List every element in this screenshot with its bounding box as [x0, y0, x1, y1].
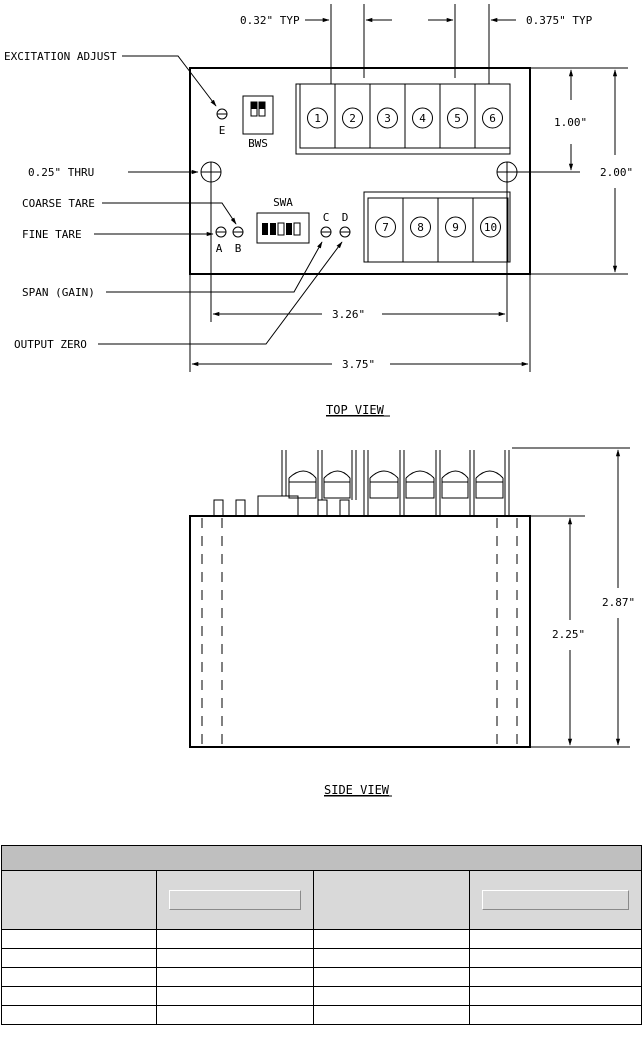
- terminal-circle: [377, 107, 398, 129]
- terminal-circle: [410, 216, 431, 238]
- terminal-label: 7: [382, 221, 389, 234]
- dim-100: 1.00": [554, 116, 587, 129]
- dim-326: 3.26": [332, 308, 365, 321]
- board-outline: [189, 67, 531, 275]
- side-view-title: SIDE VIEW: [324, 783, 390, 797]
- terminal-block-bottom: 7 8 9 10: [363, 191, 511, 263]
- terminal-circle: [445, 216, 466, 238]
- terminal-label: 2: [349, 112, 356, 125]
- mechanical-drawing: 1 2 3 4 5 6 7 8 9 10: [4, 4, 635, 797]
- enclosure-outline: [189, 515, 531, 748]
- side-view: 2.25" 2.87" SIDE VIEW: [189, 447, 635, 797]
- terminal-label: 1: [314, 112, 321, 125]
- pot-a-label: A: [216, 242, 223, 255]
- pot-d-label: D: [342, 211, 349, 224]
- terminal-block-top-frame: [295, 83, 511, 155]
- terminal-label: 10: [484, 221, 497, 234]
- coarse-tare-label: COARSE TARE: [22, 197, 95, 210]
- table-header-cell: [156, 870, 314, 930]
- table-row: [1, 948, 642, 968]
- fine-tare-label: FINE TARE: [22, 228, 82, 241]
- terminal-posts: [281, 450, 510, 516]
- terminal-circle: [342, 107, 363, 129]
- span-gain-label: SPAN (GAIN): [22, 286, 95, 299]
- dim-200: 2.00": [600, 166, 633, 179]
- pot-b-label: B: [235, 242, 242, 255]
- top-view: 1 2 3 4 5 6 7 8 9 10: [4, 4, 633, 417]
- bws-switch: BWS: [242, 95, 274, 150]
- terminal-label: 6: [489, 112, 496, 125]
- pot-c-label: C: [323, 211, 330, 224]
- pot-b: B: [232, 226, 244, 255]
- top-view-title: TOP VIEW: [326, 403, 385, 417]
- table-row: [1, 1005, 642, 1025]
- bws-label: BWS: [248, 137, 268, 150]
- thru-label: 0.25" THRU: [28, 166, 94, 179]
- terminal-circle: [307, 107, 328, 129]
- table-row: [1, 986, 642, 1006]
- table-row: [1, 967, 642, 987]
- dim-225: 2.25": [552, 628, 585, 641]
- terminal-label: 3: [384, 112, 391, 125]
- swa-label: SWA: [273, 196, 293, 209]
- terminal-label: 9: [452, 221, 459, 234]
- terminal-label: 4: [419, 112, 426, 125]
- pot-e-label: E: [219, 124, 226, 137]
- spec-table: [1, 845, 642, 1025]
- dim-287: 2.87": [602, 596, 635, 609]
- terminal-circle: [412, 107, 433, 129]
- pot-a: A: [215, 226, 227, 255]
- terminal-circle: [447, 107, 468, 129]
- mounting-hole-left: [200, 161, 222, 183]
- pot-c: C: [320, 211, 332, 238]
- table-subheader: [1, 870, 642, 930]
- table-row: [1, 929, 642, 949]
- table-header-cell: [313, 870, 470, 930]
- dim-375: 3.75": [342, 358, 375, 371]
- excitation-adjust-label: EXCITATION ADJUST: [4, 50, 117, 63]
- table-header-cell: [1, 870, 157, 930]
- terminal-circle: [482, 107, 503, 129]
- pot-e: E: [216, 108, 228, 137]
- table-header-cell: [469, 870, 642, 930]
- table-header: [1, 845, 642, 871]
- terminal-circle: [375, 216, 396, 238]
- output-zero-label: OUTPUT ZERO: [14, 338, 87, 351]
- terminal-circle: [480, 216, 501, 238]
- terminal-label: 5: [454, 112, 461, 125]
- dim-0375-typ: 0.375" TYP: [526, 14, 593, 27]
- terminal-label: 8: [417, 221, 424, 234]
- dim-032-typ: 0.32" TYP: [240, 14, 300, 27]
- terminal-block-top: 1 2 3 4 5 6: [295, 83, 511, 155]
- swa-switch: SWA: [256, 196, 310, 244]
- pot-d: D: [339, 211, 351, 238]
